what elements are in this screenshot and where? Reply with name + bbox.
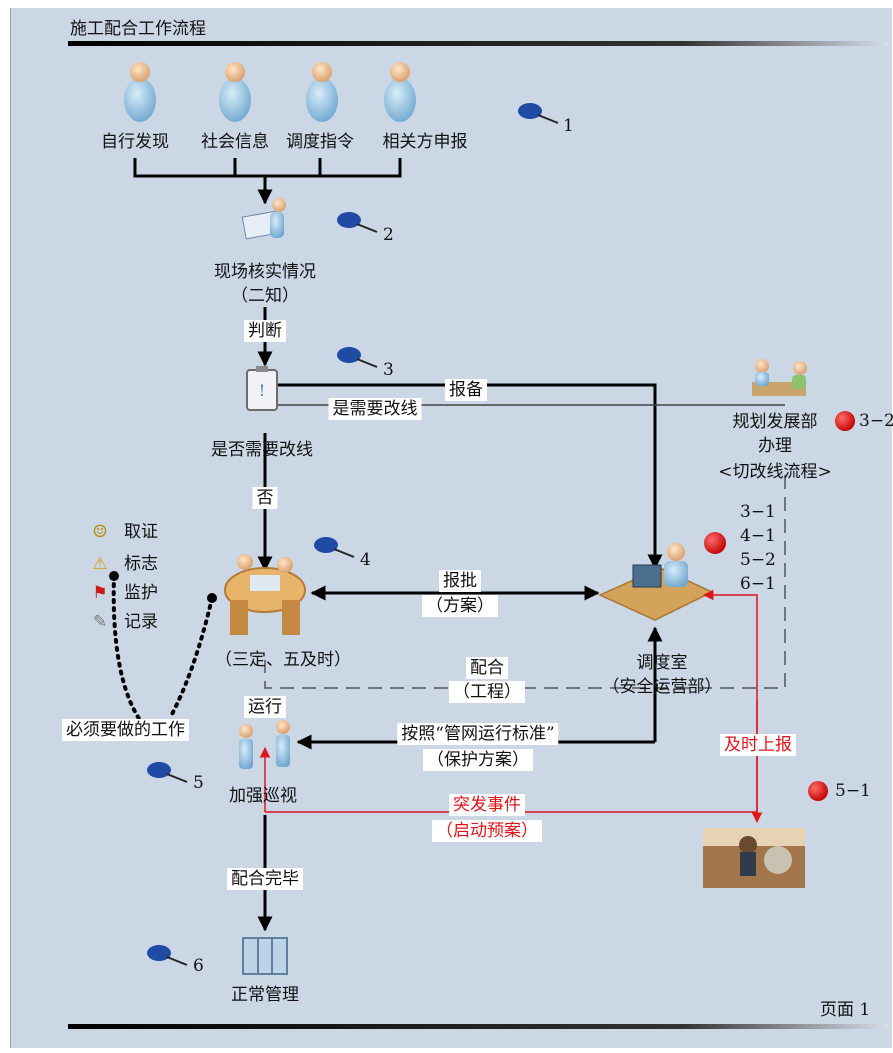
person-icon-2 bbox=[219, 62, 251, 122]
person-icon-1 bbox=[124, 62, 156, 122]
inspector-icon bbox=[242, 198, 286, 239]
red-marker-label-5-1: 5−1 bbox=[835, 781, 871, 801]
legend-guard: ⚑监护 bbox=[90, 578, 158, 603]
emergency-label: 突发事件 bbox=[449, 794, 525, 816]
clipboard-icon: ! bbox=[247, 366, 277, 410]
run-label: 运行 bbox=[244, 696, 286, 718]
marker-number-4: 4 bbox=[360, 550, 371, 570]
pushpin-icon bbox=[518, 103, 558, 123]
red-marker-3-2 bbox=[835, 411, 855, 431]
source-self-found: 自行发现 bbox=[101, 132, 169, 152]
note-icon: ✎ bbox=[90, 612, 110, 632]
planning-sub: 办理 bbox=[758, 436, 792, 456]
source-dispatch-order: 调度指令 bbox=[286, 132, 354, 152]
header-bar bbox=[68, 41, 888, 46]
red-marker-label-6-1: 6−1 bbox=[740, 574, 776, 594]
person-icon-3 bbox=[306, 62, 338, 122]
report-label: 报备 bbox=[445, 379, 487, 401]
red-marker-label-3-1: 3−1 bbox=[740, 502, 776, 522]
warning-icon: ⚠ bbox=[90, 554, 110, 574]
site-check-sub: （二知） bbox=[231, 286, 299, 306]
legend-evidence: ☺取证 bbox=[90, 517, 158, 542]
page-title: 施工配合工作流程 bbox=[70, 19, 206, 39]
is-reroute-label: 是需要改线 bbox=[329, 398, 422, 420]
planning-label: 规划发展部 bbox=[733, 412, 818, 432]
judge-label: 判断 bbox=[244, 320, 286, 342]
red-marker-5-1 bbox=[808, 781, 828, 801]
legend-record: ✎记录 bbox=[90, 607, 158, 632]
site-check-label: 现场核实情况 bbox=[214, 262, 316, 282]
pushpin-icon bbox=[337, 347, 377, 367]
marker-number-3: 3 bbox=[383, 360, 394, 380]
planning-office-icon bbox=[752, 359, 807, 396]
approve-label: 报批 bbox=[439, 570, 481, 592]
footer-bar bbox=[68, 1024, 888, 1029]
must-do-label: 必须要做的工作 bbox=[62, 719, 189, 741]
standard-label: 按照“管网运行标准” bbox=[397, 723, 558, 745]
cooperate-label: 配合 bbox=[466, 657, 508, 679]
source-party-report: 相关方申报 bbox=[383, 132, 468, 152]
dot-endpoint bbox=[207, 593, 217, 603]
pushpin-icon bbox=[337, 212, 377, 232]
construction-photo bbox=[703, 828, 805, 888]
person-icon-4 bbox=[384, 62, 416, 122]
source-social-info: 社会信息 bbox=[201, 132, 269, 152]
flag-icon: ⚑ bbox=[90, 583, 110, 603]
pushpin-icon bbox=[147, 945, 187, 965]
need-reroute-label: 是否需要改线 bbox=[211, 440, 313, 460]
legend-sign: ⚠标志 bbox=[90, 549, 158, 574]
pushpin-icon bbox=[314, 537, 354, 557]
red-marker-label-5-2: 5−2 bbox=[740, 550, 776, 570]
approve-sub: （方案） bbox=[422, 595, 498, 617]
standard-sub: （保护方案） bbox=[423, 749, 533, 771]
meeting-label: （三定、五及时） bbox=[215, 650, 351, 670]
page-number: 页面 1 bbox=[820, 1000, 870, 1020]
dispatch-sub: （安全运营部） bbox=[603, 677, 722, 697]
normal-management-label: 正常管理 bbox=[231, 985, 299, 1005]
marker-number-2: 2 bbox=[383, 225, 394, 245]
pushpin-icon bbox=[147, 762, 187, 782]
emergency-sub: （启动预案） bbox=[432, 820, 542, 842]
smiley-icon: ☺ bbox=[90, 522, 110, 542]
marker-number-5: 5 bbox=[193, 773, 204, 793]
emergency-lines bbox=[265, 595, 757, 822]
dispatch-label: 调度室 bbox=[637, 653, 688, 673]
red-marker-label-3-2: 3−2 bbox=[859, 411, 893, 431]
done-label: 配合完毕 bbox=[227, 868, 303, 890]
sources-bracket bbox=[135, 158, 400, 203]
cabinet-icon bbox=[243, 938, 287, 974]
planning-process: <切改线流程> bbox=[718, 462, 832, 482]
no-label: 否 bbox=[253, 487, 278, 509]
patrol-label: 加强巡视 bbox=[229, 786, 297, 806]
marker-number-6: 6 bbox=[193, 956, 204, 976]
svg-text:!: ! bbox=[259, 381, 265, 400]
marker-number-1: 1 bbox=[563, 116, 574, 136]
red-marker-label-4-1: 4−1 bbox=[740, 526, 776, 546]
cooperate-sub: （工程） bbox=[449, 681, 525, 703]
red-marker-group bbox=[704, 532, 726, 554]
report-now-label: 及时上报 bbox=[720, 734, 796, 756]
